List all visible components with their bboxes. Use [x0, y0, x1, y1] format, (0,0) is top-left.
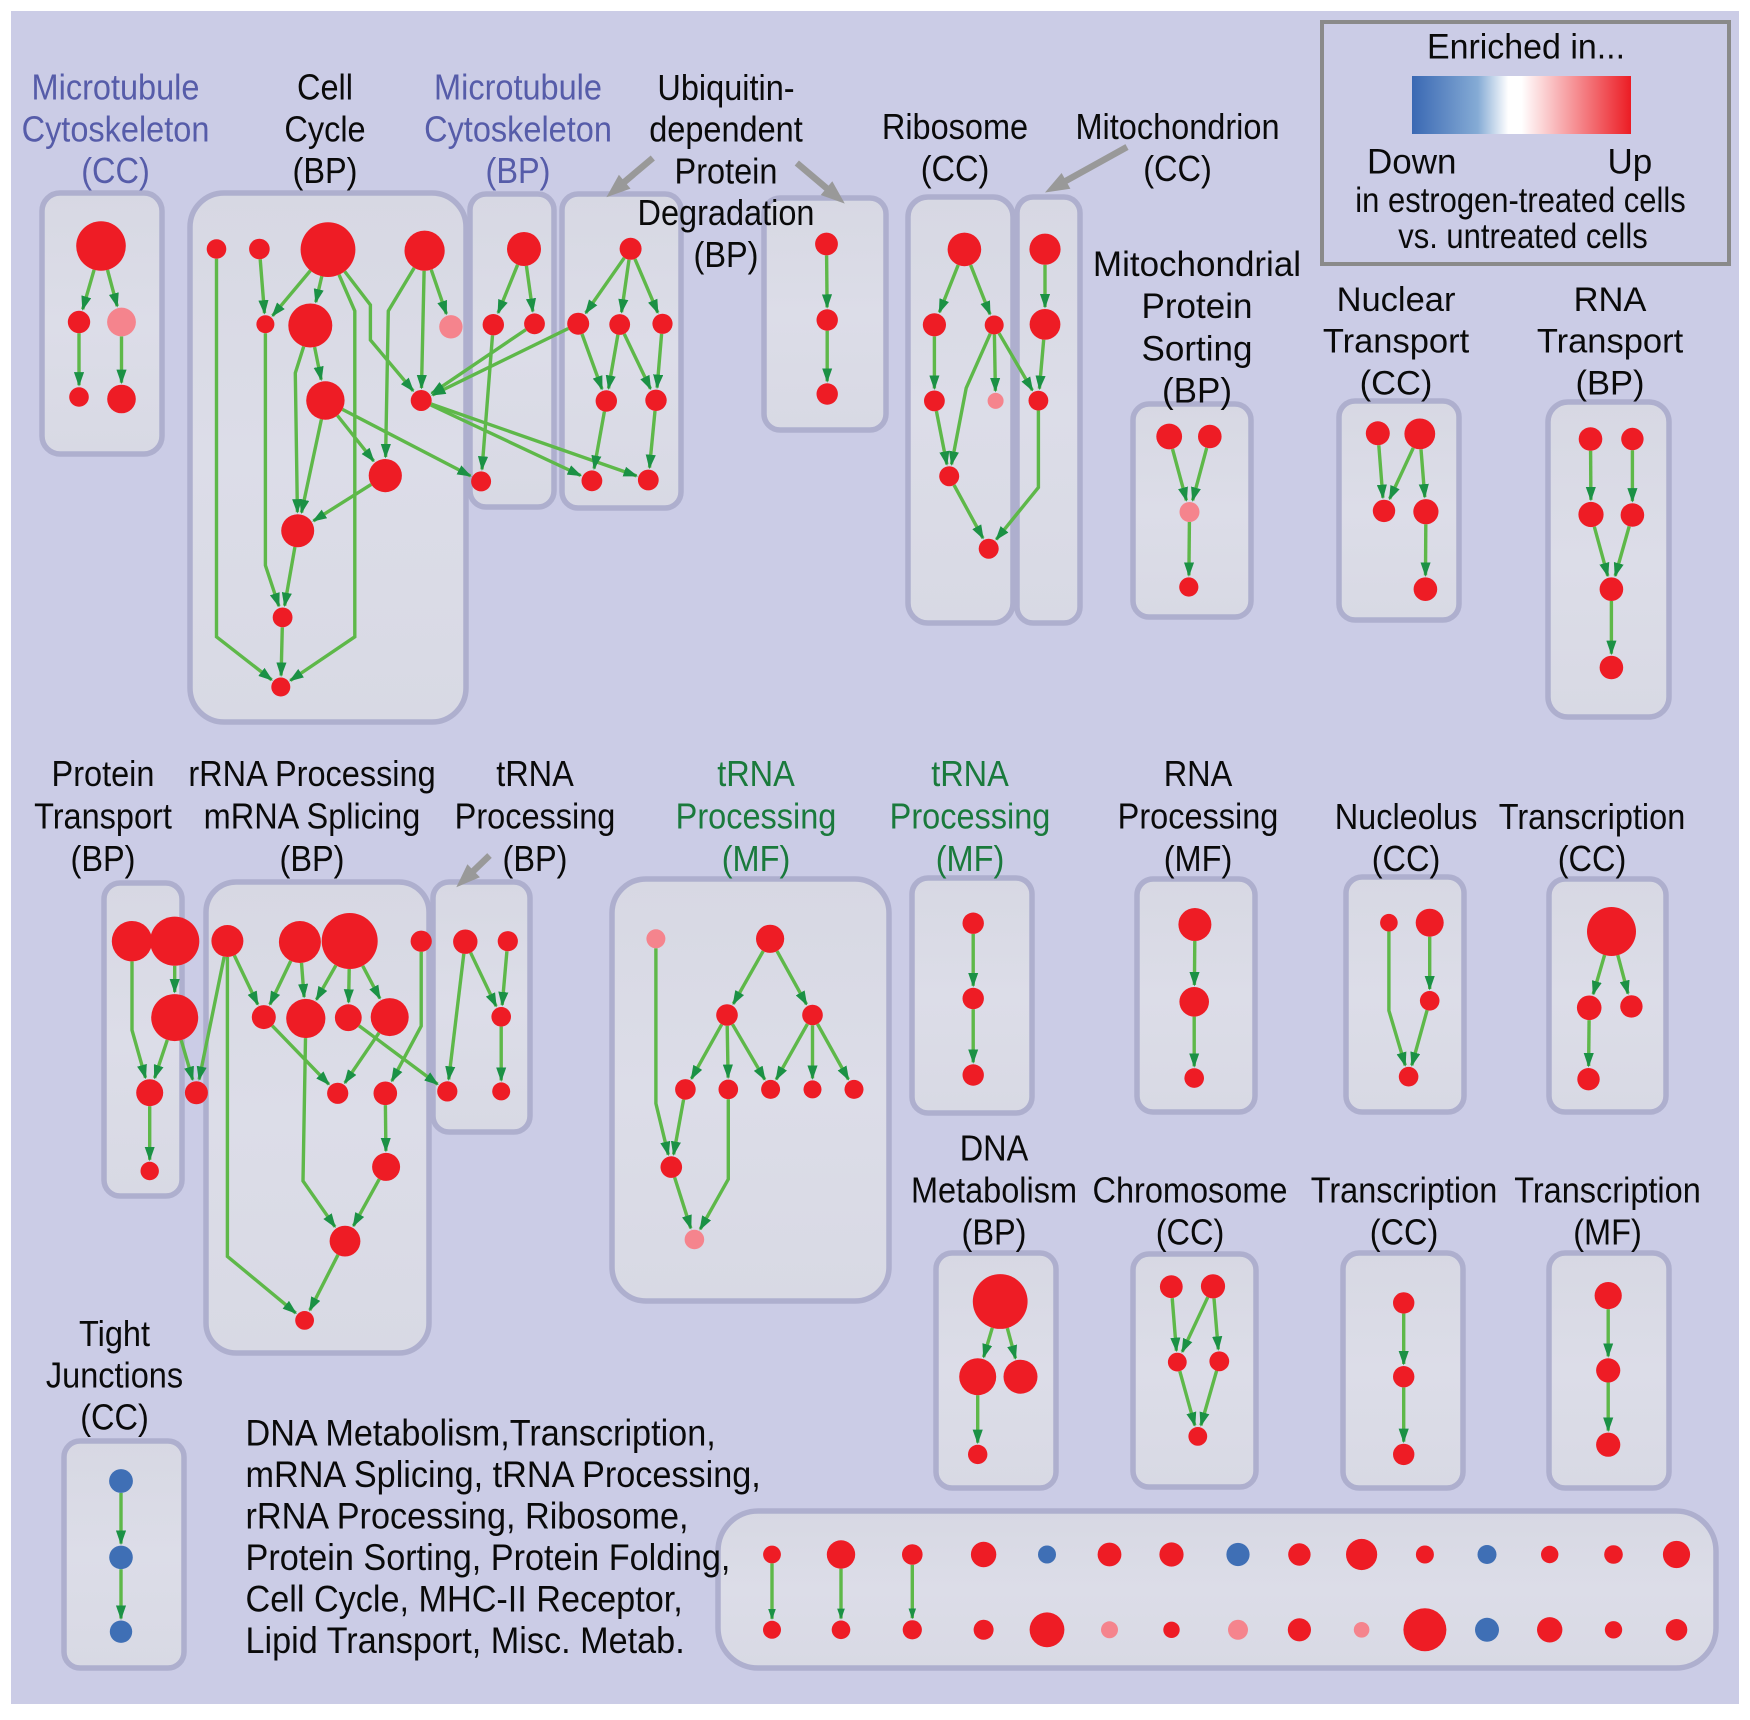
svg-text:vs. untreated cells: vs. untreated cells [1398, 217, 1648, 256]
svg-text:rRNA Processing, Ribosome,: rRNA Processing, Ribosome, [246, 1495, 689, 1537]
svg-text:Transport: Transport [1323, 323, 1470, 361]
svg-text:(BP): (BP) [1162, 372, 1232, 411]
svg-text:(BP): (BP) [280, 839, 345, 879]
svg-text:Ubiquitin-: Ubiquitin- [657, 68, 794, 108]
svg-text:tRNA: tRNA [496, 754, 574, 794]
svg-text:Processing: Processing [1118, 797, 1279, 837]
svg-text:mRNA Splicing: mRNA Splicing [204, 797, 421, 837]
svg-text:(CC): (CC) [1156, 1213, 1225, 1253]
svg-text:Junctions: Junctions [46, 1356, 183, 1396]
svg-text:Transcription: Transcription [1499, 797, 1686, 837]
svg-text:Chromosome: Chromosome [1093, 1171, 1288, 1211]
svg-text:(BP): (BP) [962, 1213, 1027, 1253]
svg-text:Cycle: Cycle [284, 110, 365, 150]
svg-text:(CC): (CC) [1558, 839, 1627, 879]
svg-text:(MF): (MF) [936, 839, 1005, 879]
svg-text:(CC): (CC) [1370, 1213, 1439, 1253]
svg-text:Protein: Protein [52, 754, 155, 794]
svg-text:RNA: RNA [1164, 754, 1233, 794]
svg-text:Cytoskeleton: Cytoskeleton [424, 110, 612, 150]
svg-text:Enriched in...: Enriched in... [1427, 28, 1625, 67]
svg-text:Sorting: Sorting [1142, 329, 1253, 368]
svg-text:(BP): (BP) [293, 151, 358, 191]
svg-text:Nucleolus: Nucleolus [1335, 797, 1478, 837]
svg-text:Processing: Processing [676, 797, 837, 837]
svg-text:Mitochondrial: Mitochondrial [1093, 245, 1301, 284]
svg-text:DNA Metabolism,Transcription,: DNA Metabolism,Transcription, [246, 1412, 716, 1454]
svg-text:(BP): (BP) [1576, 365, 1645, 403]
svg-text:Ribosome: Ribosome [882, 107, 1028, 147]
svg-text:Degradation: Degradation [638, 193, 815, 233]
svg-text:Lipid Transport, Misc. Metab.: Lipid Transport, Misc. Metab. [246, 1620, 685, 1662]
svg-text:(CC): (CC) [80, 1398, 149, 1438]
svg-text:Cytoskeleton: Cytoskeleton [22, 110, 210, 150]
svg-text:mRNA Splicing, tRNA Processing: mRNA Splicing, tRNA Processing, [246, 1454, 761, 1496]
svg-text:(BP): (BP) [71, 839, 136, 879]
svg-text:(CC): (CC) [1143, 149, 1212, 189]
svg-text:(BP): (BP) [486, 151, 551, 191]
svg-text:Transcription: Transcription [1514, 1171, 1701, 1211]
svg-text:(MF): (MF) [1164, 839, 1233, 879]
svg-text:Mitochondrion: Mitochondrion [1075, 107, 1279, 147]
svg-text:(BP): (BP) [694, 235, 759, 275]
svg-text:Transport: Transport [1537, 323, 1684, 361]
svg-text:(CC): (CC) [1372, 839, 1441, 879]
svg-text:rRNA Processing: rRNA Processing [188, 754, 435, 794]
svg-text:(MF): (MF) [722, 839, 791, 879]
svg-text:Up: Up [1608, 143, 1653, 182]
svg-text:(CC): (CC) [81, 151, 150, 191]
svg-text:Processing: Processing [455, 797, 616, 837]
svg-text:Protein: Protein [1142, 287, 1253, 326]
svg-text:RNA: RNA [1574, 281, 1647, 319]
svg-text:Microtubule: Microtubule [32, 68, 200, 108]
svg-text:(MF): (MF) [1573, 1213, 1642, 1253]
svg-text:(BP): (BP) [503, 839, 568, 879]
svg-text:Protein: Protein [675, 152, 778, 192]
svg-text:Cell: Cell [297, 68, 353, 108]
svg-text:Protein Sorting, Protein Foldi: Protein Sorting, Protein Folding, [246, 1537, 731, 1579]
svg-text:in estrogen-treated cells: in estrogen-treated cells [1355, 181, 1685, 220]
svg-text:tRNA: tRNA [931, 754, 1009, 794]
svg-text:Transcription: Transcription [1311, 1171, 1498, 1211]
svg-text:(CC): (CC) [1360, 365, 1433, 403]
svg-text:Processing: Processing [890, 797, 1051, 837]
svg-text:Microtubule: Microtubule [434, 68, 602, 108]
svg-text:Nuclear: Nuclear [1337, 281, 1456, 319]
svg-text:Metabolism: Metabolism [911, 1171, 1077, 1211]
svg-text:Cell Cycle, MHC-II Receptor,: Cell Cycle, MHC-II Receptor, [246, 1578, 683, 1620]
svg-text:Transport: Transport [34, 797, 172, 837]
svg-text:Tight: Tight [79, 1314, 150, 1354]
svg-text:(CC): (CC) [921, 149, 990, 189]
svg-text:dependent: dependent [649, 110, 803, 150]
svg-text:DNA: DNA [960, 1129, 1029, 1169]
svg-text:tRNA: tRNA [717, 754, 795, 794]
svg-text:Down: Down [1367, 143, 1456, 182]
